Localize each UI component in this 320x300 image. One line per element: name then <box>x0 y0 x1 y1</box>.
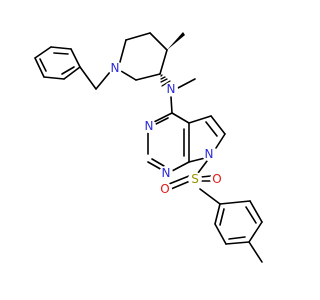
n-pyrimidine-bottom: N <box>159 166 173 180</box>
bonds <box>34 32 263 263</box>
n-pyrimidine-top: N <box>142 119 156 133</box>
n-amine: N <box>164 82 178 96</box>
sulfur-label: S <box>191 172 199 186</box>
n-piperidine-label: N <box>111 61 120 75</box>
pyrrole-ring <box>188 115 226 163</box>
n-pyrimidine-top-label: N <box>145 119 154 133</box>
n-piperidine: N <box>108 61 122 75</box>
oxygen-right: O <box>210 172 224 186</box>
methyl-wedge <box>167 32 185 50</box>
n-pyrrole-label: N <box>205 147 214 161</box>
tolyl-ring <box>214 200 263 245</box>
benzyl-ring <box>34 46 81 80</box>
piperidine-ring <box>119 32 168 81</box>
n-pyrimidine-bottom-label: N <box>162 166 171 180</box>
oxygen-left: O <box>158 182 172 196</box>
atom-labels: N N N N N S O O <box>108 61 224 196</box>
pyrimidine-ring <box>147 112 190 172</box>
oxygen-right-label: O <box>212 172 221 186</box>
sulfur-atom: S <box>188 172 202 186</box>
amine-hash-bond <box>160 74 171 87</box>
n-pyrrole: N <box>202 147 216 161</box>
oxygen-left-label: O <box>160 182 169 196</box>
chemical-structure: N N N N N S O O <box>34 32 263 263</box>
n-amine-label: N <box>167 82 176 96</box>
